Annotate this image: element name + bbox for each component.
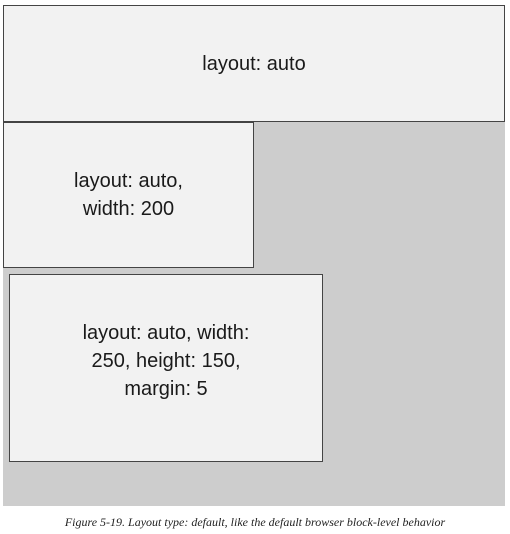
box-label-line: 250, height: 150, bbox=[91, 350, 241, 372]
width-200-box: layout: auto, width: 200 bbox=[3, 122, 254, 268]
box-label-line: layout: auto bbox=[202, 52, 306, 75]
box-label: layout: auto bbox=[202, 50, 305, 78]
box-label-line: width: 200 bbox=[82, 198, 175, 220]
layout-container: layout: auto layout: auto, width: 200 la… bbox=[3, 5, 505, 506]
auto-layout-box: layout: auto bbox=[3, 5, 505, 122]
box-label-line: layout: auto, width: bbox=[82, 322, 250, 344]
box-label-line: margin: 5 bbox=[124, 378, 208, 400]
box-label: layout: auto, width: 200 bbox=[74, 167, 183, 223]
box-label-line: layout: auto, bbox=[74, 170, 183, 192]
figure-caption: Figure 5-19. Layout type: default, like … bbox=[64, 515, 446, 529]
box-label: layout: auto, width: 250, height: 150, m… bbox=[83, 319, 250, 417]
width-250-height-150-margin-5-box: layout: auto, width: 250, height: 150, m… bbox=[9, 274, 323, 462]
